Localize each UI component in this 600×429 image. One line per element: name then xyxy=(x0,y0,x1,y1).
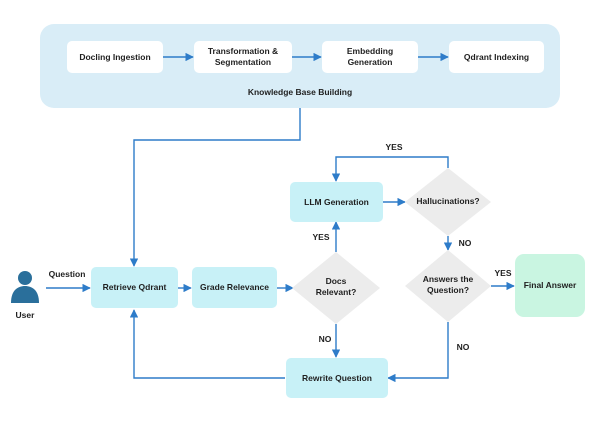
node-llm-generation: LLM Generation xyxy=(290,182,383,222)
user-label: User xyxy=(15,310,35,320)
arrow-rewrite-to-retrieve xyxy=(129,309,285,379)
edge-label-question: Question xyxy=(48,269,86,279)
edge-label-yes-answers: YES xyxy=(494,268,512,278)
node-rewrite-question: Rewrite Question xyxy=(286,358,388,398)
kb-step-qdrant-indexing: Qdrant Indexing xyxy=(449,41,544,73)
decision-hallucinations: Hallucinations? xyxy=(416,196,480,206)
decision-docs-relevant: Docs Relevant? xyxy=(315,276,357,298)
decision-hallucinations-shape xyxy=(405,168,491,236)
kb-title: Knowledge Base Building xyxy=(247,87,353,97)
kb-step-transformation-segmentation: Transformation & Segmentation xyxy=(194,41,292,73)
node-grade-relevance: Grade Relevance xyxy=(192,267,277,308)
node-final-answer: Final Answer xyxy=(515,254,585,317)
kb-step-docling-ingestion: Docling Ingestion xyxy=(67,41,163,73)
user-icon xyxy=(11,271,39,303)
edge-label-yes-relevant: YES xyxy=(312,232,330,242)
edge-label-yes-hallucinations: YES xyxy=(385,142,403,152)
arrow-answers-no-to-rewrite xyxy=(387,322,449,383)
arrow-hallucinations-yes-to-llm xyxy=(331,156,449,182)
edge-label-no-answers: NO xyxy=(456,342,470,352)
decision-answers-question: Answers the Question? xyxy=(422,274,474,296)
kb-step-embedding-generation: Embedding Generation xyxy=(322,41,418,73)
arrow-kb-to-retrieve xyxy=(129,108,301,267)
decision-docs-relevant-shape xyxy=(292,252,380,324)
node-retrieve-qdrant: Retrieve Qdrant xyxy=(91,267,178,308)
decision-answers-shape xyxy=(405,250,491,322)
edge-label-no-relevant: NO xyxy=(318,334,332,344)
edge-label-no-hallucinations: NO xyxy=(458,238,472,248)
